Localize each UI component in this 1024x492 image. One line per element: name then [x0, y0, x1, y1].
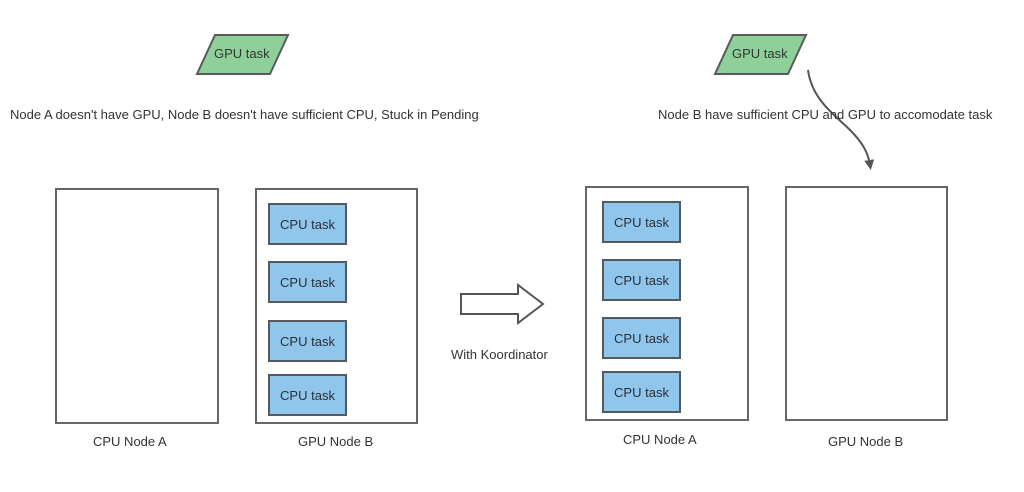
node-label-gpu-b-after: GPU Node B [828, 434, 904, 449]
gpu-task-shape-before [195, 34, 290, 75]
node-label-gpu-b-before: GPU Node B [298, 434, 374, 449]
transition-label: With Koordinator [451, 347, 548, 362]
cpu-task: CPU task [602, 317, 681, 359]
gpu-task-label-after: GPU task [732, 46, 788, 61]
cpu-task: CPU task [268, 261, 347, 303]
gpu-task-label-before: GPU task [214, 46, 270, 61]
cpu-task: CPU task [602, 371, 681, 413]
right-arrow-icon [460, 282, 545, 326]
node-label-cpu-a-before: CPU Node A [93, 434, 167, 449]
caption-after: Node B have sufficient CPU and GPU to ac… [658, 107, 993, 122]
node-box-gpu-b-after [785, 186, 948, 421]
cpu-task: CPU task [268, 203, 347, 245]
cpu-task: CPU task [602, 201, 681, 243]
cpu-task: CPU task [268, 374, 347, 416]
node-box-cpu-a-before [55, 188, 219, 424]
cpu-task: CPU task [602, 259, 681, 301]
node-box-gpu-b-before: CPU task CPU task CPU task CPU task [255, 188, 418, 424]
gpu-task-shape-after [713, 34, 808, 75]
schedule-arrow [807, 69, 875, 170]
node-box-cpu-a-after: CPU task CPU task CPU task CPU task [585, 186, 749, 421]
cpu-task: CPU task [268, 320, 347, 362]
node-label-cpu-a-after: CPU Node A [623, 432, 697, 447]
caption-before: Node A doesn't have GPU, Node B doesn't … [10, 107, 479, 122]
